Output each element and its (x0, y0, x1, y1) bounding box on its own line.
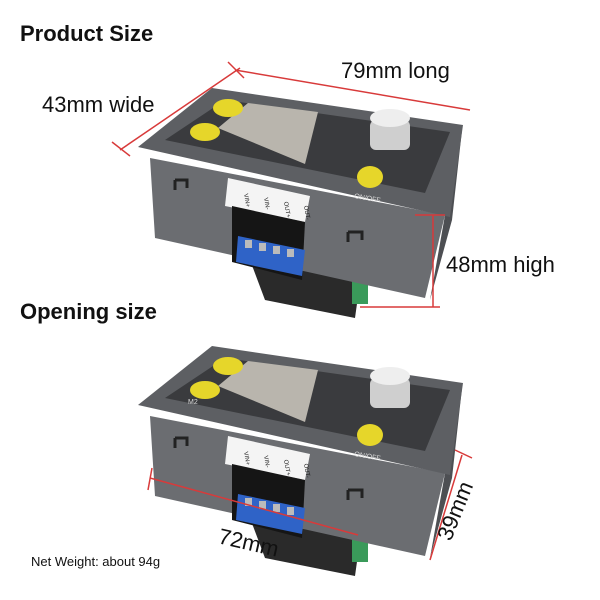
up-button (213, 99, 243, 117)
terminal-label: VIN- (262, 197, 270, 210)
opening-height-line (454, 449, 473, 459)
terminal-screw (259, 501, 266, 509)
knob-top (370, 109, 410, 127)
up-button (213, 357, 243, 375)
power-label: ON/OFF (354, 451, 381, 462)
circuit-board (250, 260, 360, 318)
terminal-label: OUT+ (282, 201, 291, 218)
clip-slot-right (346, 230, 364, 242)
terminal-screw (287, 507, 294, 515)
terminal-screw (245, 498, 252, 506)
opening-width-line (149, 477, 359, 536)
terminal-label: VIN+ (242, 451, 250, 466)
terminal-label: VIN- (262, 455, 270, 468)
pcb-edge (352, 538, 368, 562)
device-top: ON/OFF VIN+ VIN- OUT+ OUT- (138, 88, 463, 318)
width-tick (111, 141, 131, 157)
down-button (190, 123, 220, 141)
terminal-label-strip (225, 178, 310, 222)
clip-slot-left (173, 178, 189, 190)
terminal-block (236, 236, 305, 276)
power-button (357, 166, 383, 188)
terminal-label: VIN+ (242, 193, 250, 208)
knob-body (370, 120, 410, 150)
terminal-label: OUT- (302, 463, 310, 478)
knob-top (370, 367, 410, 385)
terminal-screw (287, 249, 294, 257)
length-label: 79mm long (341, 58, 450, 83)
opening-width-tick (147, 467, 153, 491)
mode-label: M2 (188, 399, 198, 406)
terminal-label: OUT- (302, 205, 310, 220)
lcd-screen (218, 103, 318, 164)
lcd-screen (218, 361, 318, 422)
height-label: 48mm high (446, 252, 555, 277)
terminal-screw (245, 240, 252, 248)
net-weight-label: Net Weight: about 94g (31, 554, 161, 569)
down-button (190, 381, 220, 399)
terminal-screw (273, 246, 280, 254)
opening-height-line-2 (429, 454, 463, 561)
clip-slot-left (173, 436, 189, 448)
power-button (357, 424, 383, 446)
circuit-board (250, 518, 360, 576)
dimension-lines (111, 61, 473, 561)
terminal-screw (259, 243, 266, 251)
product-size-heading: Product Size (20, 21, 154, 46)
clip-slot-right (346, 488, 364, 500)
knob-body (370, 378, 410, 408)
opening-size-heading: Opening size (20, 299, 157, 324)
length-line (234, 69, 471, 111)
terminal-block (236, 494, 305, 534)
width-label: 43mm wide (42, 92, 155, 117)
width-line (119, 67, 241, 151)
terminal-label-strip (225, 436, 310, 480)
pcb-edge (352, 280, 368, 304)
terminal-label: OUT+ (282, 459, 291, 476)
power-label: ON/OFF (354, 193, 381, 204)
terminal-screw (273, 504, 280, 512)
